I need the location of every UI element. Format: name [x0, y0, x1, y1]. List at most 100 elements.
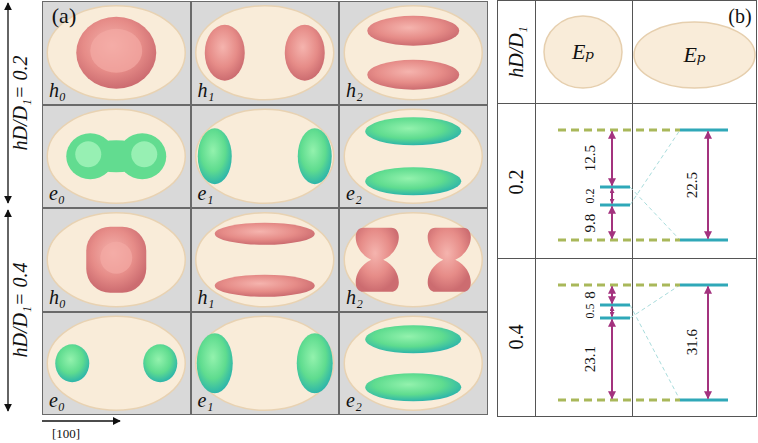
cell-illustration: [339, 312, 488, 416]
orbital-cell: e₂: [339, 312, 488, 416]
cell-ground: [191, 208, 340, 312]
state-label: e₂: [346, 183, 362, 203]
cell-illustration: [191, 312, 340, 416]
state-label: e₁: [198, 390, 214, 410]
gap-value: 22.5: [685, 172, 700, 198]
wavefunction-blob: [143, 344, 177, 382]
level-link: [630, 285, 680, 318]
ellipse-shape: [634, 22, 755, 88]
dot-ellipse: [47, 316, 185, 410]
dot-ellipse: [196, 109, 334, 203]
energy-level: [600, 304, 630, 307]
cell-illustration: [191, 1, 340, 105]
cell-ground: [339, 312, 488, 416]
energy-level: [600, 186, 630, 189]
wavefunction-blob: [215, 223, 315, 245]
cell-illustration: [42, 208, 191, 312]
energy-level: [680, 284, 728, 287]
wavefunction-blob: [198, 128, 232, 184]
dot-ellipse: [344, 109, 482, 203]
gap-value: 9.8: [583, 214, 598, 233]
gap-arrow: [611, 307, 613, 317]
axis-arrow: [42, 420, 120, 421]
orbital-cell: e₀: [42, 105, 191, 209]
gap-arrow: [611, 132, 613, 186]
table-rule: [535, 0, 536, 416]
energy-symbol: Eₚ: [572, 41, 594, 63]
axis-label: [100]: [52, 427, 80, 440]
dot-ellipse: [196, 6, 334, 100]
wavefunction-blob: [76, 17, 156, 89]
bulk-level: [558, 284, 680, 287]
gap-value: 8: [583, 291, 598, 299]
wavefunction-blob: [365, 325, 461, 353]
orbital-cell: h₂: [339, 208, 488, 312]
wavefunction-blob: [90, 29, 142, 73]
state-label: e₁: [198, 183, 214, 203]
wavefunction-blob: [197, 333, 233, 393]
dot-ellipse: [344, 316, 482, 410]
dot-ellipse: [47, 213, 185, 307]
cell-illustration: [42, 105, 191, 209]
cell-ground: [339, 1, 488, 105]
cell-ground: [191, 105, 340, 209]
state-label: e₂: [346, 390, 362, 410]
wavefunction-blob: [367, 60, 459, 90]
level-link: [630, 130, 680, 205]
energy-level: [680, 239, 728, 242]
wavefunction-blob: [297, 333, 333, 393]
state-label: h₁: [198, 80, 215, 100]
energy-symbol: Eₚ: [683, 44, 705, 66]
gap-value: 0.5: [584, 304, 596, 319]
wavefunction-blob: [55, 344, 89, 382]
table-frame: [498, 1, 757, 417]
state-label: h₁: [198, 287, 215, 307]
wavefunction-blob: [365, 167, 461, 195]
dot-ellipse: [196, 213, 334, 307]
orbital-cell: h₀: [42, 208, 191, 312]
orbital-cell: h₂: [339, 1, 488, 105]
cell-ground: [42, 208, 191, 312]
wavefunction-blob: [356, 228, 399, 292]
level-link: [630, 187, 680, 240]
state-label: e₀: [49, 390, 65, 410]
cell-ground: [191, 1, 340, 105]
energy-ellipse: Eₚ: [543, 15, 623, 89]
bulk-level: [558, 239, 680, 242]
wavefunction-blob: [205, 25, 245, 81]
cell-ground: [42, 105, 191, 209]
cell-illustration: [339, 1, 488, 105]
state-label: e₀: [49, 183, 65, 203]
state-label: h₂: [346, 80, 363, 100]
cell-illustration: [339, 105, 488, 209]
cell-illustration: [42, 312, 191, 416]
orbital-cell: e₂: [339, 105, 488, 209]
bulk-level: [558, 129, 680, 132]
gap-value: 0.2: [584, 189, 596, 204]
wavefunction-blob: [131, 141, 157, 167]
row-group-label: hD/D₁= 0.4: [9, 259, 31, 362]
gap-arrow: [611, 189, 613, 204]
energy-level: [600, 317, 630, 320]
wavefunction-blob: [285, 25, 325, 81]
gap-value: 23.1: [583, 346, 598, 372]
gap-value: 31.6: [685, 329, 700, 355]
energy-level: [680, 399, 728, 402]
cell-illustration: [42, 1, 191, 105]
wavefunction-blob: [298, 128, 332, 184]
energy-level: [680, 129, 728, 132]
cell-ground: [339, 105, 488, 209]
table-rule: [497, 258, 757, 259]
orbital-cell: e₁: [191, 105, 340, 209]
dot-ellipse: [47, 109, 185, 203]
cell-ground: [42, 312, 191, 416]
energy-level: [600, 204, 630, 207]
gap-arrow: [611, 287, 613, 304]
row-group-label: hD/D₁= 0.2: [9, 52, 31, 155]
dot-ellipse: [344, 6, 482, 100]
column-header: hD/D₁: [506, 26, 526, 77]
panel-letter: (b): [728, 6, 751, 26]
orbital-cell: h₁: [191, 208, 340, 312]
orbital-cell: e₁: [191, 312, 340, 416]
row-label: 0.2: [506, 170, 526, 195]
